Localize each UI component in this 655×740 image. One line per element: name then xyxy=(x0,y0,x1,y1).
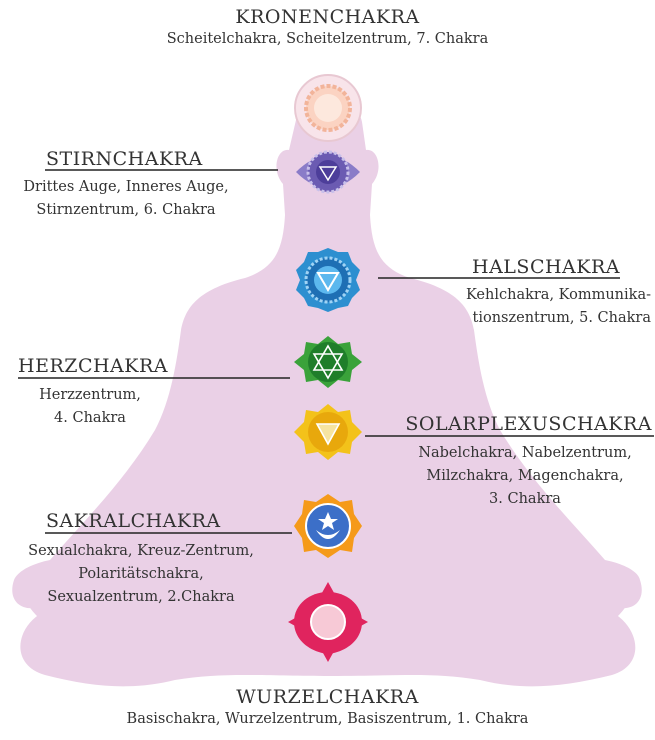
label-solarplexus-title-wrap: SOLARPLEXUSCHAKRA xyxy=(370,413,652,435)
herzchakra-line-2: 4. Chakra xyxy=(0,407,180,430)
stirnchakra-title: STIRNCHAKRA xyxy=(46,148,203,170)
halschakra-title: HALSCHAKRA xyxy=(380,256,620,278)
label-stirnchakra-desc: Drittes Auge, Inneres Auge, Stirnzentrum… xyxy=(0,176,252,222)
stirnchakra-line-1: Drittes Auge, Inneres Auge, xyxy=(0,176,252,199)
solarplexuschakra-line-2: Milzchakra, Magenchakra, xyxy=(395,465,655,488)
label-sakralchakra-desc: Sexualchakra, Kreuz-Zentrum, Polaritätsc… xyxy=(0,540,282,609)
sakralchakra-line-2: Polaritätschakra, xyxy=(0,563,282,586)
halschakra-line-1: Kehlchakra, Kommunika- xyxy=(380,284,651,307)
sakralchakra-title: SAKRALCHAKRA xyxy=(46,510,221,532)
label-stirnchakra-title-wrap: STIRNCHAKRA xyxy=(46,148,203,170)
wurzelchakra-title: WURZELCHAKRA xyxy=(0,686,655,708)
kronenchakra-title: KRONENCHAKRA xyxy=(0,6,655,28)
herzchakra-line-1: Herzzentrum, xyxy=(0,384,180,407)
solarplexuschakra-line-1: Nabelchakra, Nabelzentrum, xyxy=(395,442,655,465)
label-sakralchakra-title-wrap: SAKRALCHAKRA xyxy=(46,510,221,532)
stirnchakra-line-2: Stirnzentrum, 6. Chakra xyxy=(0,199,252,222)
label-solarplexus-desc: Nabelchakra, Nabelzentrum, Milzchakra, M… xyxy=(395,442,655,511)
sakralchakra-line-3: Sexualzentrum, 2.Chakra xyxy=(0,586,282,609)
label-halschakra-desc: Kehlchakra, Kommunika- tionszentrum, 5. … xyxy=(380,284,651,330)
solarplexuschakra-title: SOLARPLEXUSCHAKRA xyxy=(370,413,652,435)
label-wurzelchakra: WURZELCHAKRA Basischakra, Wurzelzentrum,… xyxy=(0,686,655,731)
kronenchakra-line-1: Scheitelchakra, Scheitelzentrum, 7. Chak… xyxy=(0,28,655,51)
label-kronenchakra: KRONENCHAKRA Scheitelchakra, Scheitelzen… xyxy=(0,6,655,51)
label-herzchakra-title-wrap: HERZCHAKRA xyxy=(18,355,168,377)
crown-chakra-symbol xyxy=(295,75,361,141)
label-halschakra-title-wrap: HALSCHAKRA xyxy=(380,256,620,278)
sakralchakra-line-1: Sexualchakra, Kreuz-Zentrum, xyxy=(0,540,282,563)
wurzelchakra-line-1: Basischakra, Wurzelzentrum, Basiszentrum… xyxy=(0,708,655,731)
label-herzchakra-desc: Herzzentrum, 4. Chakra xyxy=(0,384,180,430)
sacral-chakra-symbol xyxy=(294,494,362,558)
solarplexuschakra-line-3: 3. Chakra xyxy=(395,488,655,511)
halschakra-line-2: tionszentrum, 5. Chakra xyxy=(380,307,651,330)
herzchakra-title: HERZCHAKRA xyxy=(18,355,168,377)
